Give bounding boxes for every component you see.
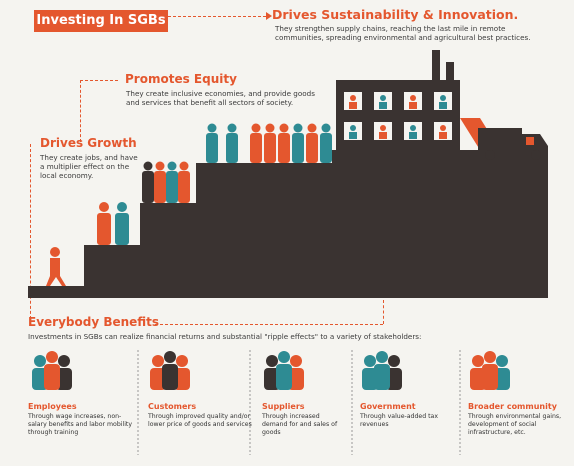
benefit-desc: Through wage increases, non-salary benef… bbox=[28, 413, 133, 436]
sustain-heading: Drives Sustainability & Innovation. bbox=[272, 7, 519, 22]
growth-heading: Drives Growth bbox=[40, 136, 137, 150]
community-group-icon bbox=[470, 351, 510, 390]
connector-equity bbox=[80, 80, 118, 81]
connector-everybody-v bbox=[383, 300, 384, 324]
people-stair-2 bbox=[97, 202, 129, 245]
benefit-government: Government Through value-added tax reven… bbox=[360, 350, 452, 460]
factory-icon bbox=[336, 50, 460, 152]
equity-heading: Promotes Equity bbox=[125, 72, 237, 86]
government-group-icon bbox=[362, 351, 402, 390]
benefit-label: Suppliers bbox=[262, 402, 305, 411]
benefit-desc: Through value-added tax revenues bbox=[360, 413, 438, 428]
factory-base bbox=[332, 150, 548, 298]
benefit-label: Broader community bbox=[468, 402, 557, 411]
benefit-desc: Through increased demand for and sales o… bbox=[262, 413, 338, 436]
connector-sustain bbox=[168, 16, 266, 17]
connector-everybody bbox=[155, 324, 383, 325]
sustain-text: They strengthen supply chains, reaching … bbox=[275, 24, 531, 42]
benefit-desc: Through environmental gains, development… bbox=[468, 413, 562, 436]
benefit-label: Government bbox=[360, 402, 416, 411]
customers-group-icon bbox=[150, 351, 190, 390]
stair-2 bbox=[84, 245, 144, 298]
everybody-heading: Everybody Benefits bbox=[28, 315, 160, 329]
growth-text: They create jobs, and have a multiplier … bbox=[40, 153, 138, 180]
connector-equity-v bbox=[80, 80, 81, 142]
connector-sustain-arrow bbox=[266, 12, 272, 20]
benefit-employees: Employees Through wage increases, non-sa… bbox=[28, 350, 133, 460]
people-stair-1 bbox=[46, 247, 66, 286]
connector-growth bbox=[30, 144, 31, 324]
benefit-label: Customers bbox=[148, 402, 197, 411]
title-badge: Investing In SGBs bbox=[34, 10, 168, 32]
people-stair-3 bbox=[142, 161, 190, 203]
benefit-customers: Customers Through improved quality and/o… bbox=[148, 350, 253, 460]
benefit-community: Broader community Through environmental … bbox=[468, 350, 573, 460]
truck-icon bbox=[460, 118, 548, 160]
benefit-desc: Through improved quality and/or lower pr… bbox=[148, 413, 252, 428]
benefit-suppliers: Suppliers Through increased demand for a… bbox=[262, 350, 344, 460]
stair-1 bbox=[28, 286, 88, 298]
equity-text: They create inclusive economies, and pro… bbox=[126, 89, 315, 107]
benefit-dividers bbox=[137, 350, 461, 455]
stair-4 bbox=[196, 163, 336, 298]
people-stair-4 bbox=[206, 123, 332, 163]
suppliers-group-icon bbox=[264, 351, 304, 390]
employees-group-icon bbox=[32, 351, 72, 390]
benefit-label: Employees bbox=[28, 402, 77, 411]
stair-3 bbox=[140, 203, 200, 298]
everybody-text: Investments in SGBs can realize financia… bbox=[28, 332, 422, 341]
